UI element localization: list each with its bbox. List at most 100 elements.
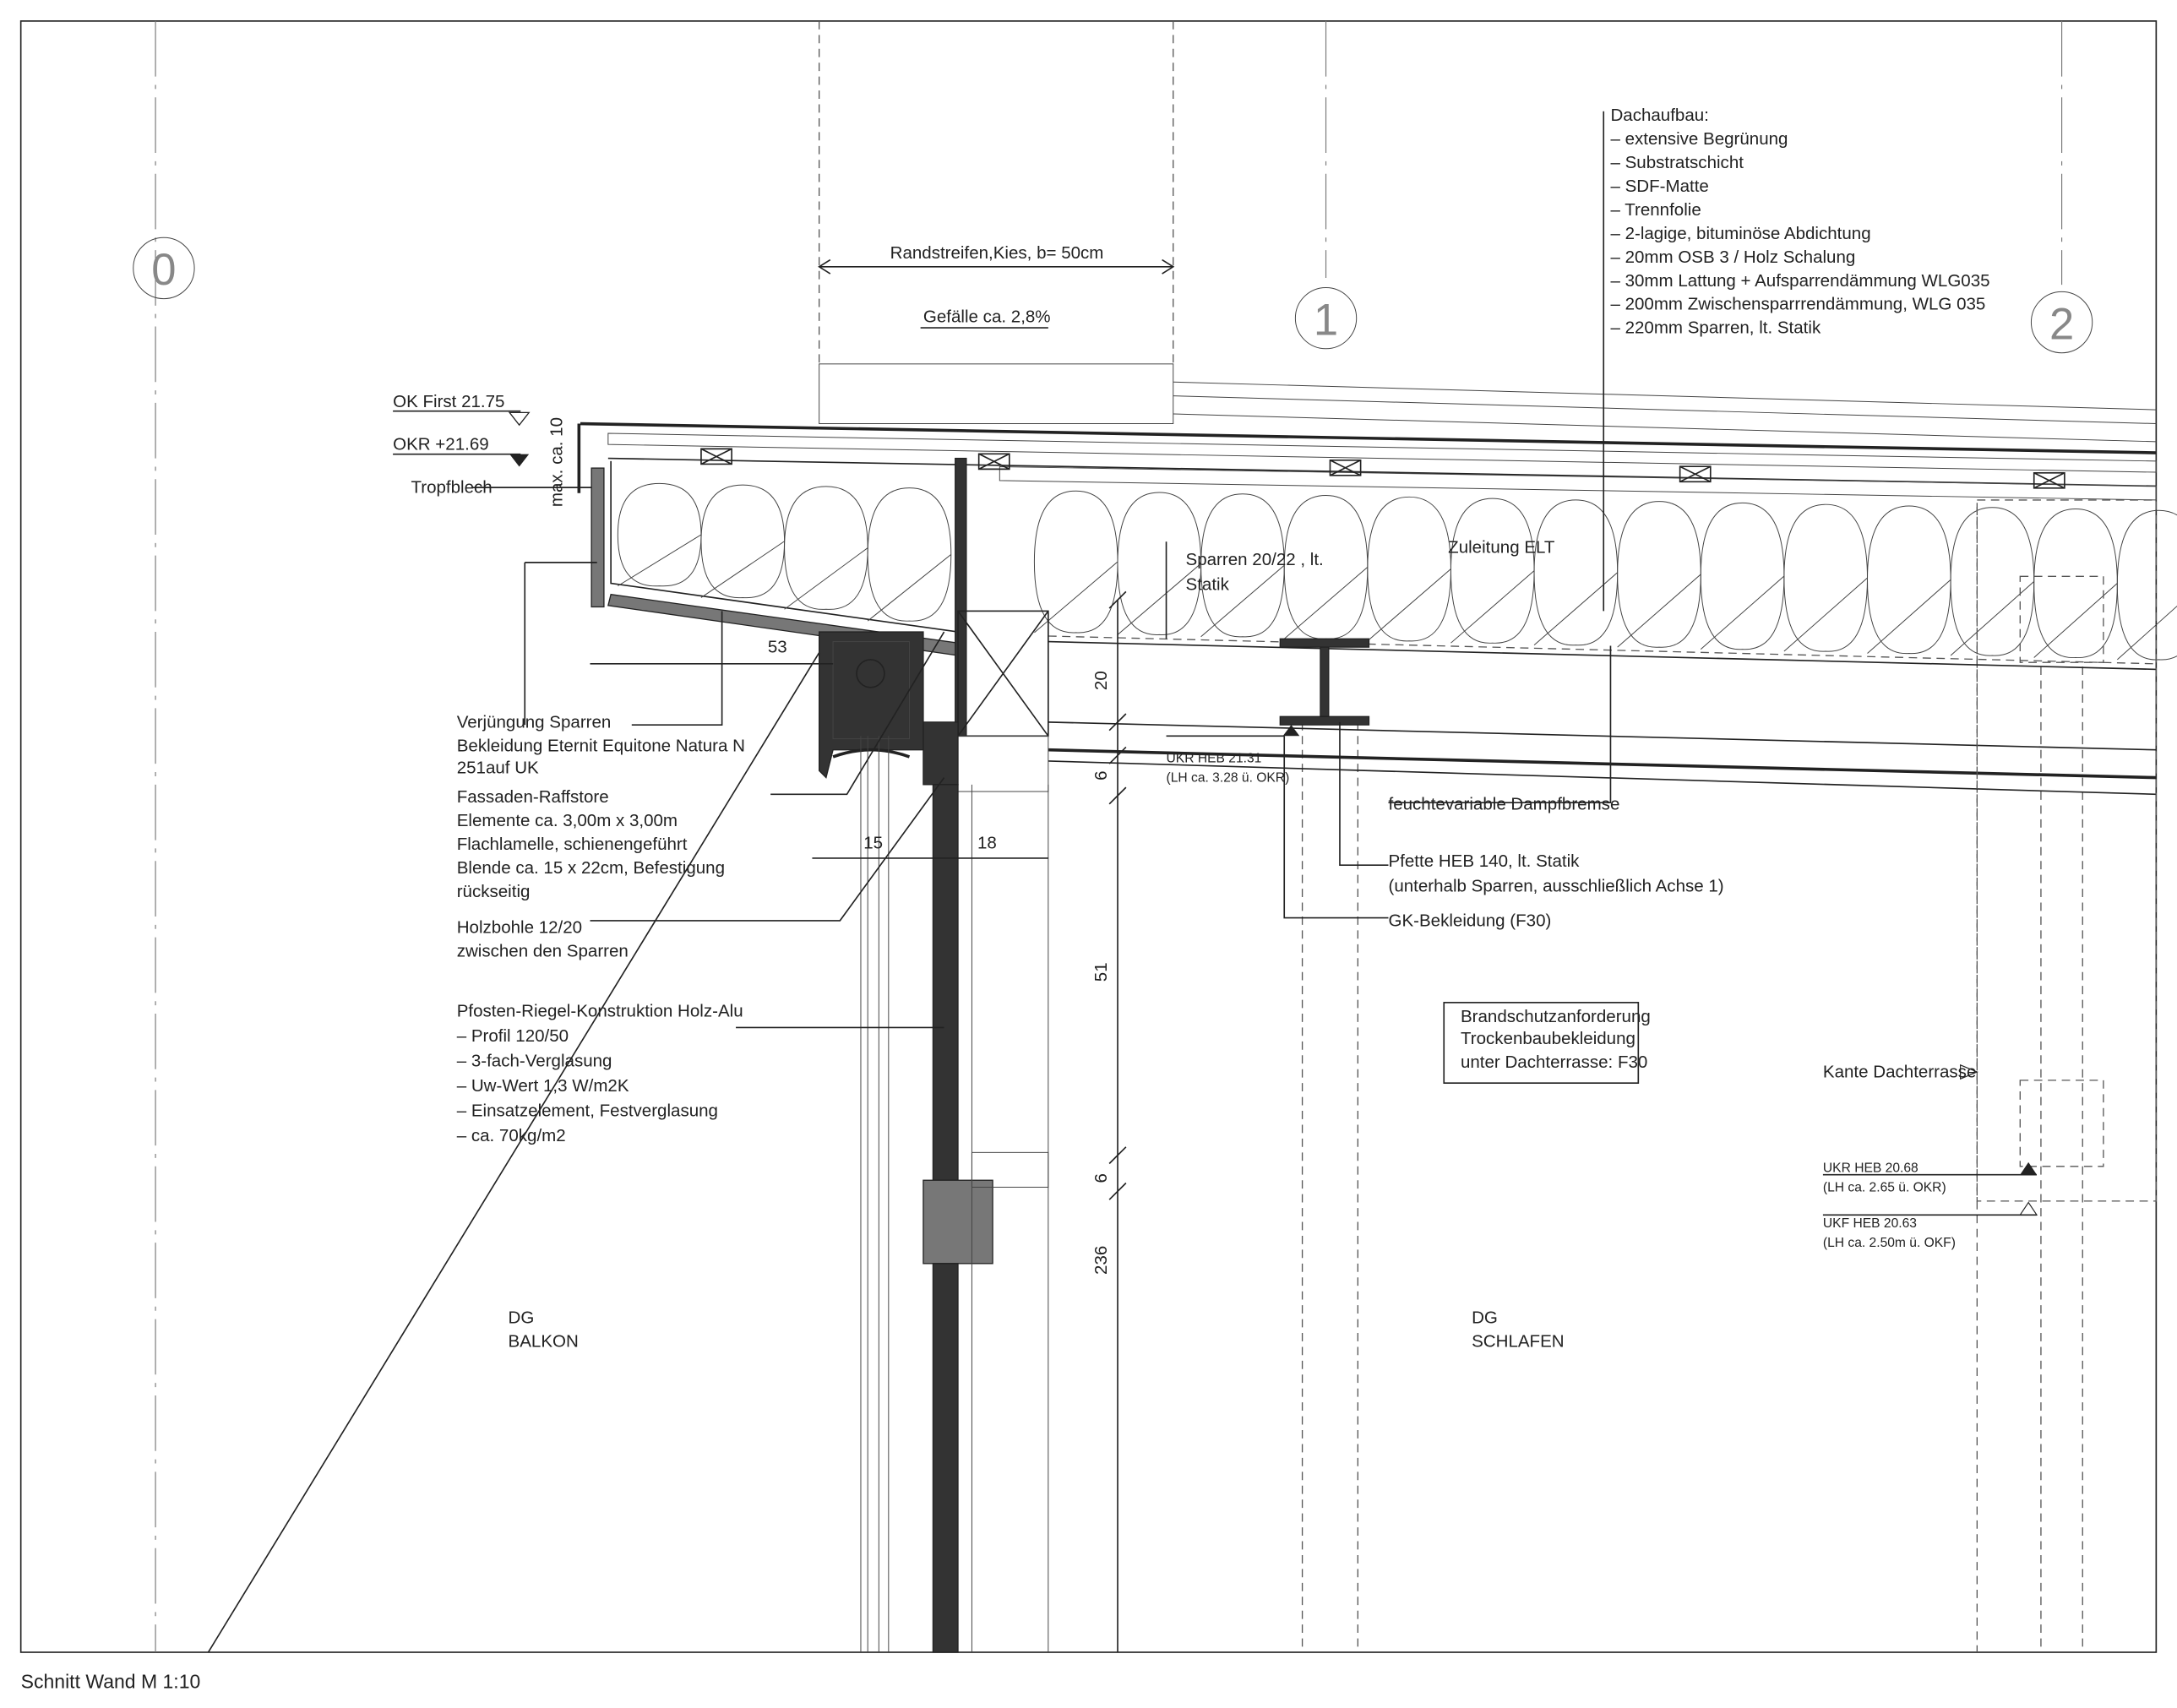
okr-marker <box>509 454 530 467</box>
insulation-loop <box>1950 507 2035 656</box>
room-level: DG <box>1472 1308 1498 1328</box>
level-marker-ukr-1 <box>1282 725 1300 737</box>
leader-soffit <box>631 611 723 726</box>
level-marker-ukr-2 <box>2020 1161 2038 1175</box>
insulation-loop <box>1200 493 1285 638</box>
tropfblech-label: Tropfblech <box>411 478 492 498</box>
wooden-plank <box>955 457 967 737</box>
axis-label-1: 1 <box>1314 295 1338 345</box>
room-name-balkon: BALKON <box>509 1331 579 1351</box>
insulation-loop <box>1533 499 1619 646</box>
roof-item: – 2-lagige, bituminöse Abdichtung <box>1610 224 1870 243</box>
insulation-loop <box>1117 492 1202 635</box>
dim-6-lower: 6 <box>1091 1173 1111 1183</box>
drawing-title: Schnitt Wand M 1:10 <box>21 1671 201 1693</box>
transom-profile <box>923 1179 993 1265</box>
note-kante: Kante Dachterrasse <box>1823 1063 1976 1082</box>
roof-item: – 220mm Sparren, lt. Statik <box>1610 318 1821 338</box>
note-brandschutz: Trockenbaubekleidung <box>1461 1029 1635 1048</box>
note-verjuengung: 251auf UK <box>457 759 539 778</box>
ceiling-line-1 <box>1048 721 2157 751</box>
roof-item: – 20mm OSB 3 / Holz Schalung <box>1610 247 1855 267</box>
max-ca-label: max. ca. 10 <box>547 417 567 507</box>
roof-item: – Trennfolie <box>1610 200 1701 220</box>
ukr-heb-1-label: UKR HEB 21.31 <box>1167 752 1262 766</box>
axis-label-2: 2 <box>2049 299 2074 349</box>
glazing-lower <box>932 1263 959 1653</box>
leader-pfette <box>1339 721 1389 866</box>
osb-layer <box>607 432 2157 473</box>
leader-lines <box>524 111 1978 1080</box>
slat-1 <box>832 748 911 759</box>
note-holzbohle: zwischen den Sparren <box>457 942 629 961</box>
note-pfosten: – 3-fach-Verglasung <box>457 1051 612 1070</box>
battens <box>700 448 2065 489</box>
roof-build-up-heading: Dachaufbau: <box>1610 106 1708 125</box>
axis-marker-1 <box>1294 286 1358 350</box>
dimensions: 53 15 18 20 6 51 6 236 <box>590 590 1127 1653</box>
heb-2-upper-outline <box>2019 575 2104 663</box>
raffstore-housing <box>819 631 924 779</box>
ukr-heb-1-note: (LH ca. 3.28 ü. OKR) <box>1167 771 1290 786</box>
leader-dampfbremse <box>1388 645 1612 804</box>
insulation-loop <box>617 482 702 587</box>
note-pfosten: – Profil 120/50 <box>457 1026 569 1046</box>
right-notes: Sparren 20/22 , lt. Statik Zuleitung ELT… <box>1167 537 1977 1250</box>
wood-beam-cross-2 <box>957 610 1049 737</box>
axis-label-0: 0 <box>151 245 176 295</box>
heb-bottom-flange <box>1279 715 1370 726</box>
note-verjuengung: Bekleidung Eternit Equitone Natura N <box>457 736 745 755</box>
ukr-heb-2-label: UKR HEB 20.68 <box>1823 1161 1918 1175</box>
heb-beam-axis-2 <box>1822 499 2158 1216</box>
fascia-cladding <box>591 467 605 608</box>
note-holzbohle: Holzbohle 12/20 <box>457 918 582 938</box>
green-roof-line-3 <box>1173 413 2157 443</box>
level-markers: OK First 21.75 OKR +21.69 Tropfblech max… <box>393 392 592 507</box>
note-raffstore: Blende ca. 15 x 22cm, Befestigung <box>457 858 725 878</box>
ukf-heb-2-label: UKF HEB 20.63 <box>1823 1216 1917 1231</box>
diagonal-leader <box>207 652 820 1653</box>
green-roof-line-1 <box>1173 381 2157 411</box>
terrace-outline <box>1976 499 2158 1202</box>
room-labels: DG BALKON DG SCHLAFEN <box>509 1308 1565 1352</box>
insulation-loop <box>1700 502 1785 650</box>
insulation-loop <box>2033 509 2118 658</box>
note-pfosten: – ca. 70kg/m2 <box>457 1126 566 1145</box>
note-zuleitung: Zuleitung ELT <box>1448 537 1555 557</box>
dim-236: 236 <box>1091 1246 1111 1275</box>
slope-label: Gefälle ca. 2,8% <box>923 307 1051 327</box>
insulation-block <box>957 735 1049 792</box>
room-name-schlafen: SCHLAFEN <box>1472 1331 1565 1351</box>
heb-2-outline <box>2019 1080 2104 1167</box>
insulation-loop <box>867 487 952 622</box>
gravel-fill <box>819 363 1174 425</box>
dim-15: 15 <box>863 833 883 852</box>
okr-label: OKR +21.69 <box>393 435 489 454</box>
note-pfosten: – Einsatzelement, Festverglasung <box>457 1101 718 1121</box>
note-brandschutz: Brandschutzanforderung <box>1461 1007 1651 1026</box>
sealing-layer <box>580 422 2157 454</box>
batten <box>2033 471 2065 489</box>
note-sparren: Sparren 20/22 , lt. <box>1186 550 1324 569</box>
axis-marker-2 <box>2030 291 2093 354</box>
dim-6-upper: 6 <box>1091 770 1111 780</box>
dimension-arrows <box>818 258 1175 275</box>
insulation-loop <box>1367 496 1451 642</box>
batten <box>1679 465 1712 483</box>
leader-gk <box>1283 736 1389 919</box>
left-notes: Verjüngung Sparren Bekleidung Eternit Eq… <box>457 712 745 1145</box>
kante-arrow-icon <box>1960 1063 1978 1080</box>
fire-protection-box <box>1443 1002 1640 1084</box>
dim-18: 18 <box>977 833 997 852</box>
rafter-underside <box>1048 635 2157 665</box>
note-dampfbremse: feuchtevariable Dampfbremse <box>1388 794 1619 813</box>
dim-20: 20 <box>1091 671 1111 690</box>
dim-53: 53 <box>768 638 787 657</box>
roof-item: – 30mm Lattung + Aufsparrendämmung WLG03… <box>1610 271 1989 291</box>
green-roof-line-2 <box>1173 395 2157 425</box>
heb-beam-axis-1 <box>1279 638 1370 737</box>
leader-holzbohle <box>590 777 945 922</box>
top-insulation-layer <box>999 465 2157 501</box>
roof-layers <box>580 381 2177 796</box>
